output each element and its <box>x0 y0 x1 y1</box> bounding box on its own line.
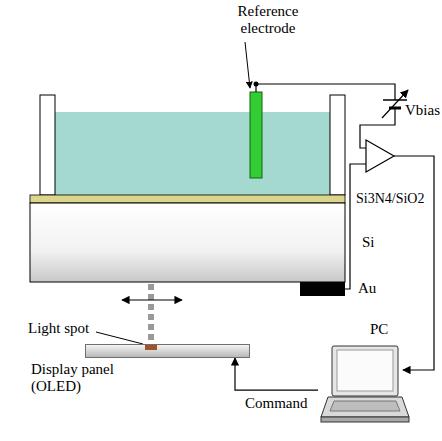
gold-contact <box>300 282 345 296</box>
command-arrow <box>235 358 318 390</box>
signal-wire <box>394 156 434 370</box>
node-label: Display panel (OLED) <box>31 361 131 395</box>
part-label: Si <box>362 234 375 251</box>
electrolyte <box>55 112 330 195</box>
container-wall <box>330 95 345 195</box>
battery-symbol <box>383 99 407 101</box>
scan-arrow <box>122 299 182 300</box>
laptop-icon <box>318 345 410 427</box>
wire <box>256 84 395 100</box>
container-wall <box>40 95 55 195</box>
part-label: Reference electrode <box>218 3 318 37</box>
part-label: Si3N4/SiO2 <box>356 190 424 207</box>
light-beam <box>148 284 154 344</box>
wire <box>360 108 395 148</box>
part-label: Vbias <box>405 102 440 119</box>
amplifier-symbol <box>366 140 394 172</box>
wire <box>345 164 366 289</box>
edge-label: Command <box>245 395 308 412</box>
display-panel: Display panel (OLED) <box>85 344 250 358</box>
leader-line <box>245 42 250 88</box>
reference-electrode <box>250 92 262 178</box>
computer: PC <box>318 345 410 427</box>
node-label: PC <box>370 321 388 338</box>
light-spot <box>145 345 157 350</box>
silicon-substrate <box>30 203 345 282</box>
leader-line <box>96 332 143 344</box>
part-label: Light spot <box>28 320 89 337</box>
insulator-layer <box>30 195 345 203</box>
junction-dot <box>254 82 259 87</box>
part-label: Au <box>358 280 376 297</box>
